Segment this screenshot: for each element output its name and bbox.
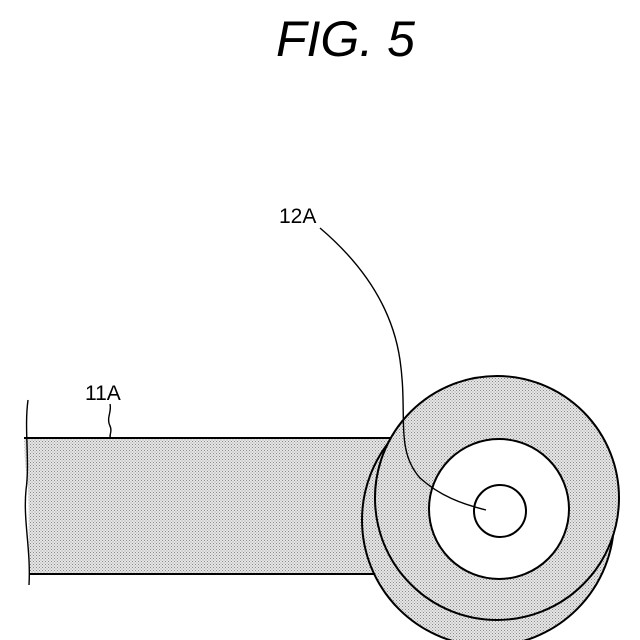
figure-title: FIG. 5 [276,11,415,67]
label-11a: 11A [85,382,121,405]
roll-shaft [474,485,526,537]
leader-squiggle-11a [109,404,111,438]
label-12a: 12A [279,205,316,228]
strip-11a [24,438,410,574]
